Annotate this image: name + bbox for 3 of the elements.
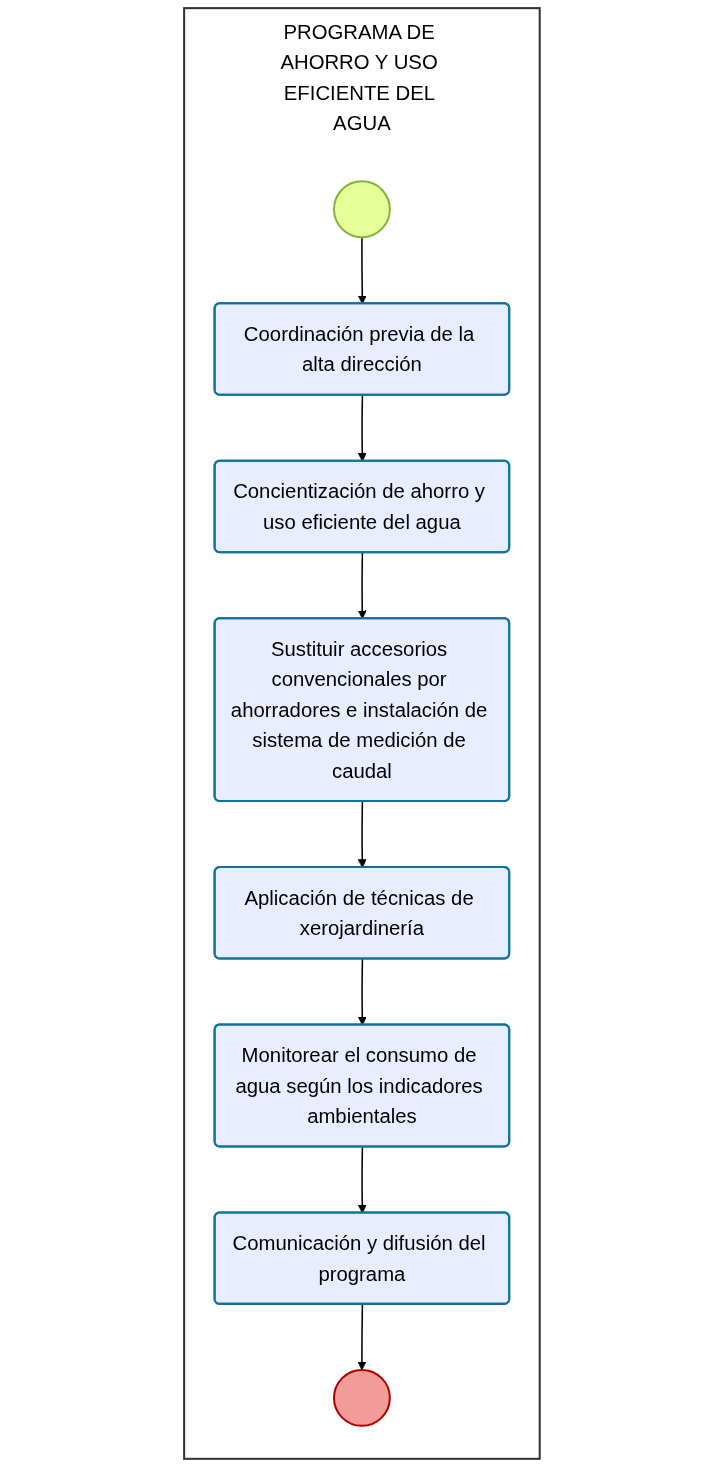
node-circle [333,1368,391,1427]
node-circle [333,180,391,239]
arrow [357,1303,367,1371]
